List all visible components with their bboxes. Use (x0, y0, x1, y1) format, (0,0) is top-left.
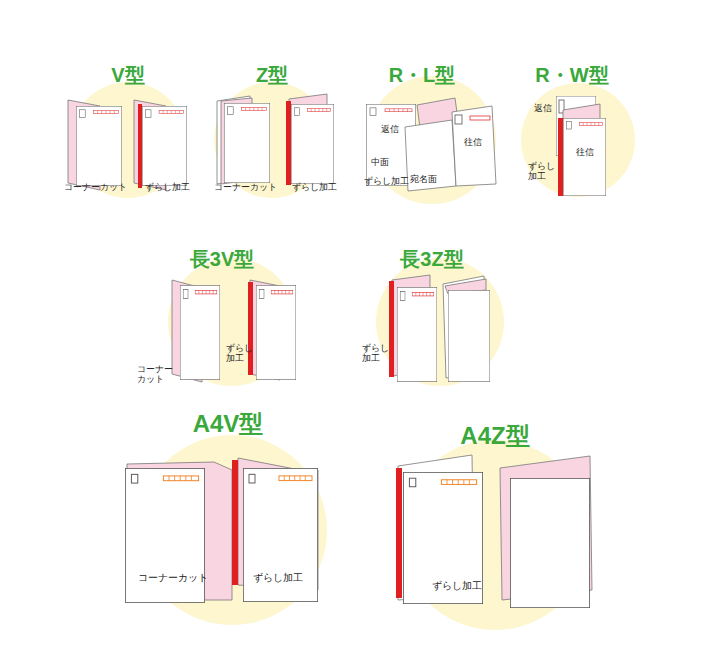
fold-label: ずらし加工 (292, 182, 337, 192)
fold-label: コーナー カット (137, 364, 177, 385)
fold-label: 往信 (576, 147, 594, 157)
fold-label: ずらし加工 (253, 572, 303, 584)
fold-label: 宛名面 (410, 174, 437, 184)
fold-label: 中面 (371, 157, 389, 167)
type-title: Z型 (256, 62, 288, 89)
fold-label: ずらし 加工 (362, 343, 382, 364)
type-title: R・W型 (535, 62, 608, 89)
fold-label: ずらし加工 (364, 176, 409, 186)
fold-label: 往信 (464, 137, 482, 147)
type-title: 長3Z型 (400, 246, 463, 273)
fold-label: 返信 (534, 103, 552, 113)
type-title: A4V型 (193, 408, 264, 440)
fold-label: コーナーカット (138, 572, 208, 584)
type-title: 長3V型 (190, 246, 254, 273)
type-title: R・L型 (389, 62, 456, 89)
fold-label: コーナーカット (214, 182, 277, 192)
fold-label: コーナーカット (64, 182, 127, 192)
fold-label: ずらし加工 (145, 182, 190, 192)
fold-label: ずらし加工 (432, 580, 482, 592)
type-title: A4Z型 (460, 420, 529, 452)
fold-label: 返信 (381, 124, 399, 134)
fold-label: ずらし 加工 (226, 343, 246, 364)
fold-label: ずらし 加工 (528, 161, 558, 182)
type-title: V型 (111, 62, 144, 89)
